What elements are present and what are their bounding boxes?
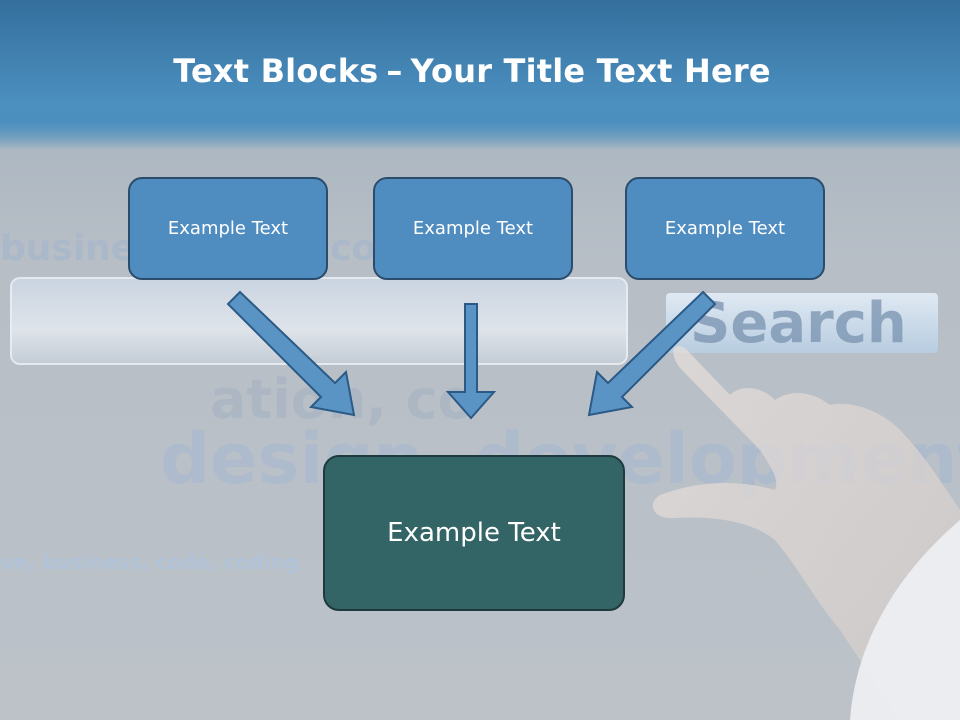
text-box-3[interactable]: Example Text xyxy=(625,177,825,280)
text-box-1-label: Example Text xyxy=(167,218,289,239)
header-band xyxy=(0,0,960,150)
bg-word-busine: busine xyxy=(0,228,136,269)
text-box-main[interactable]: Example Text xyxy=(323,455,625,611)
text-box-3-label: Example Text xyxy=(664,218,786,239)
bg-search-word: Search xyxy=(690,291,907,356)
title-dash: – xyxy=(386,52,403,90)
text-box-2-label: Example Text xyxy=(412,218,534,239)
bg-tag-line: ue, business, code, coding xyxy=(0,550,300,574)
pointing-hand-image xyxy=(652,346,960,720)
text-box-1[interactable]: Example Text xyxy=(128,177,328,280)
title-rest: Your Title Text Here xyxy=(410,52,771,90)
slide-title: Text Blocks–Your Title Text Here xyxy=(0,52,944,90)
bg-search-box xyxy=(10,277,628,365)
title-bold: Text Blocks xyxy=(173,52,379,90)
text-box-main-label: Example Text xyxy=(387,518,561,548)
text-box-2[interactable]: Example Text xyxy=(373,177,573,280)
bg-word-co: co xyxy=(330,228,377,269)
